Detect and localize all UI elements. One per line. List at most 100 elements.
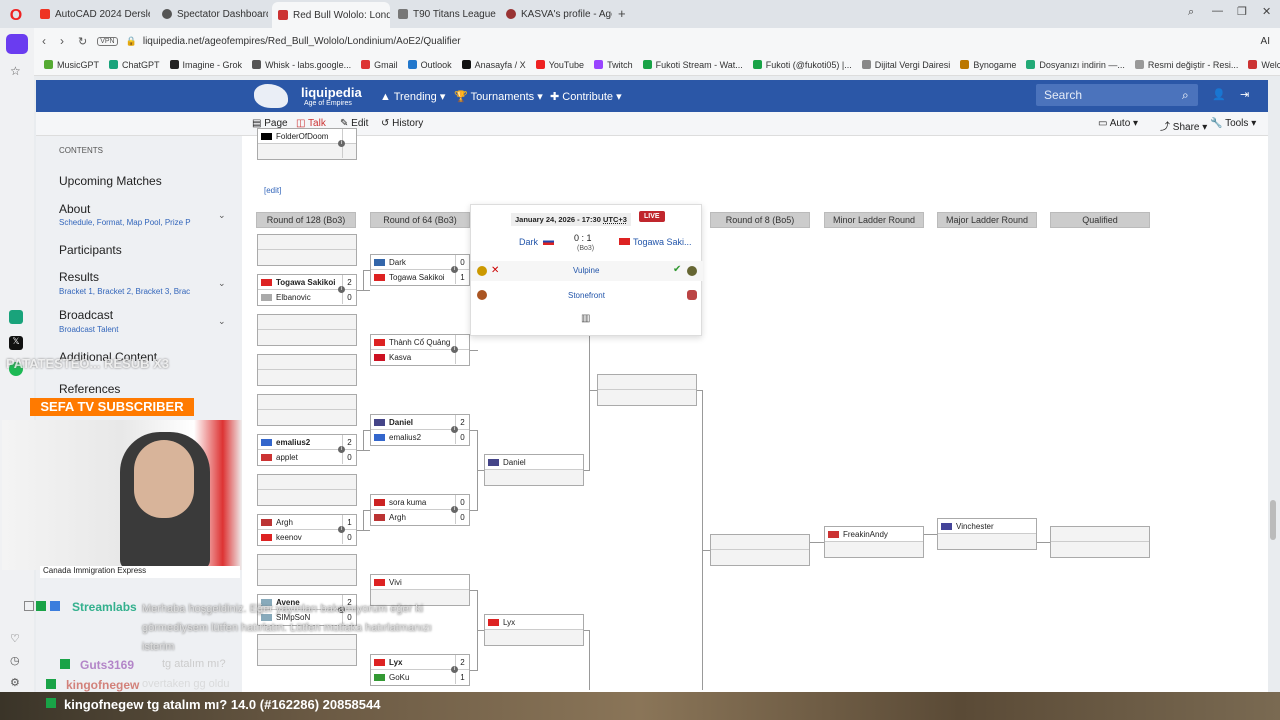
add-user-icon[interactable]: 👤 [1212, 89, 1226, 101]
toc-heading: CONTENTS [59, 146, 103, 155]
toc-sub-results[interactable]: Bracket 1, Bracket 2, Bracket 3, Brac [59, 287, 191, 296]
civ-icon [477, 290, 487, 300]
page-tab[interactable]: ▤ Page [252, 118, 288, 129]
bookmark-item[interactable]: Gmail [361, 60, 398, 70]
bookmark-icon [109, 60, 119, 69]
chat-badge-icon [24, 601, 34, 611]
star-icon[interactable]: ☆ [10, 64, 21, 78]
overlay-subscriber-banner: SEFA TV SUBSCRIBER [30, 398, 194, 416]
search-input[interactable]: Search [1036, 84, 1198, 106]
bookmark-item[interactable]: Fukoti (@fukoti05) |... [752, 60, 852, 70]
url-field[interactable]: liquipedia.net/ageofempires/Red_Bull_Wol… [142, 35, 461, 47]
bookmark-icon [252, 60, 262, 69]
stats-chart-icon[interactable]: ▥ [581, 313, 591, 324]
bookmark-item[interactable]: Resmi değiştir - Resi... [1134, 60, 1238, 70]
bookmark-item[interactable]: Bynogame [960, 60, 1016, 70]
page-scrollbar[interactable] [1270, 500, 1276, 540]
chevron-down-icon[interactable]: ⌄ [218, 316, 226, 326]
site-logo-sub: Age of Empires [304, 100, 352, 107]
browser-tab-active[interactable]: Red Bull Wololo: Londiniu [272, 2, 390, 28]
share-button[interactable]: ⤴ Share ▾ [1160, 122, 1208, 133]
search-tabs-icon[interactable]: ⌕ [1188, 6, 1195, 18]
search-icon[interactable]: ⌕ [1182, 88, 1189, 102]
bookmark-icon [1026, 60, 1036, 69]
chat-overlay: Streamlabs Merhaba hoşgeldiniz. Eğer yay… [20, 600, 480, 692]
theme-auto-button[interactable]: ▭ Auto ▾ [1098, 118, 1139, 129]
bookmark-item[interactable]: Welcome - Triggerfy... [1248, 60, 1280, 70]
bookmark-item[interactable]: Dosyanızı indirin —... [1026, 60, 1125, 70]
toc-item-broadcast[interactable]: Broadcast [59, 308, 114, 322]
toc-item-additional-content[interactable]: Additional Content [59, 350, 158, 364]
close-window-icon[interactable]: ✕ [1262, 6, 1272, 18]
map-name[interactable]: Vulpine [573, 266, 600, 275]
bookmark-icon [169, 60, 179, 69]
chatgpt-icon[interactable] [9, 310, 23, 324]
toc-item-about[interactable]: About [59, 202, 91, 216]
x-icon[interactable]: 𝕏 [9, 336, 23, 350]
history-tab[interactable]: ↺ History [381, 118, 424, 129]
ai-button[interactable]: AI [1260, 35, 1270, 47]
youtube-icon [40, 9, 50, 19]
login-icon[interactable]: ⇥ [1240, 89, 1250, 101]
bookmark-icon [861, 60, 871, 69]
popup-score: 0 : 1 [574, 233, 592, 243]
back-icon[interactable]: ‹ [42, 34, 46, 48]
nav-contribute[interactable]: ✚ Contribute ▾ [550, 91, 622, 103]
browser-tab[interactable]: AutoCAD 2024 Dersleri -C [34, 4, 150, 24]
bookmark-item[interactable]: Twitch [594, 60, 633, 70]
kick-icon [46, 679, 56, 689]
popup-player1[interactable]: Dark [519, 237, 539, 247]
edit-tab[interactable]: ✎ Edit [340, 118, 369, 129]
toc-sub-broadcast[interactable]: Broadcast Talent [59, 325, 119, 334]
nav-trending[interactable]: ▲ Trending ▾ [380, 91, 446, 103]
forward-icon[interactable]: › [60, 34, 64, 48]
bookmark-item[interactable]: Imagine - Grok [169, 60, 242, 70]
bookmark-item[interactable]: Fukoti Stream - Wat... [642, 60, 743, 70]
bookmark-item[interactable]: Outlook [407, 60, 452, 70]
map-name[interactable]: Stonefront [568, 291, 605, 300]
nav-tournaments[interactable]: 🏆 Tournaments ▾ [454, 91, 543, 103]
bookmark-item[interactable]: Anasayfa / X [461, 60, 526, 70]
bookmark-item[interactable]: Whisk - labs.google... [252, 60, 351, 70]
chat-message: tg atalım mı? [162, 658, 226, 670]
history-icon[interactable]: ◷ [10, 655, 20, 667]
vpn-icon[interactable]: VPN [97, 36, 118, 46]
popup-format: (Bo3) [577, 245, 595, 252]
aoe-icon [506, 9, 516, 19]
workspace-icon[interactable] [6, 34, 28, 54]
browser-tab[interactable]: Spectator Dashboard [156, 4, 268, 24]
bookmark-icon [752, 60, 762, 69]
liquipedia-logo-icon[interactable] [254, 84, 288, 108]
bookmark-item[interactable]: YouTube [535, 60, 584, 70]
new-tab-icon[interactable]: + [618, 6, 626, 21]
opera-logo-icon[interactable]: O [9, 7, 23, 24]
bookmark-item[interactable]: Dijital Vergi Dairesi [861, 60, 950, 70]
chevron-down-icon[interactable]: ⌄ [218, 278, 226, 288]
minimize-icon[interactable]: — [1212, 5, 1223, 17]
browser-tab[interactable]: KASVA's profile - Age of E [500, 4, 612, 24]
webcam-feed [2, 420, 242, 570]
toc-item-references[interactable]: References [59, 382, 121, 396]
tools-button[interactable]: 🔧 Tools ▾ [1210, 118, 1257, 129]
toc-item-participants[interactable]: Participants [59, 243, 122, 257]
chevron-down-icon[interactable]: ⌄ [218, 210, 226, 220]
heart-icon[interactable]: ♡ [10, 633, 20, 645]
bookmark-icon [642, 60, 652, 69]
streamer-face [134, 440, 194, 518]
bookmark-item[interactable]: MusicGPT [44, 60, 99, 70]
reload-icon[interactable]: ↻ [78, 35, 88, 48]
toc-sub-about[interactable]: Schedule, Format, Map Pool, Prize P [59, 218, 191, 227]
bookmark-icon [960, 60, 970, 69]
browser-tab[interactable]: T90 Titans League 5: Gold [392, 4, 498, 24]
popup-player2[interactable]: Togawa Saki... [633, 237, 692, 247]
site-navbar: liquipedia Age of Empires ▲ Trending ▾ 🏆… [36, 80, 1268, 112]
site-logo-text[interactable]: liquipedia [301, 85, 362, 100]
spotify-icon[interactable] [9, 362, 23, 376]
toc-item-results[interactable]: Results [59, 270, 100, 284]
extensions-icon[interactable]: ⚙ [10, 677, 20, 689]
talk-tab[interactable]: ◫ Talk [296, 118, 326, 129]
bookmark-item[interactable]: ChatGPT [109, 60, 160, 70]
civ-icon [477, 266, 487, 276]
maximize-icon[interactable]: ❐ [1237, 6, 1247, 18]
toc-item-upcoming-matches[interactable]: Upcoming Matches [59, 174, 162, 188]
